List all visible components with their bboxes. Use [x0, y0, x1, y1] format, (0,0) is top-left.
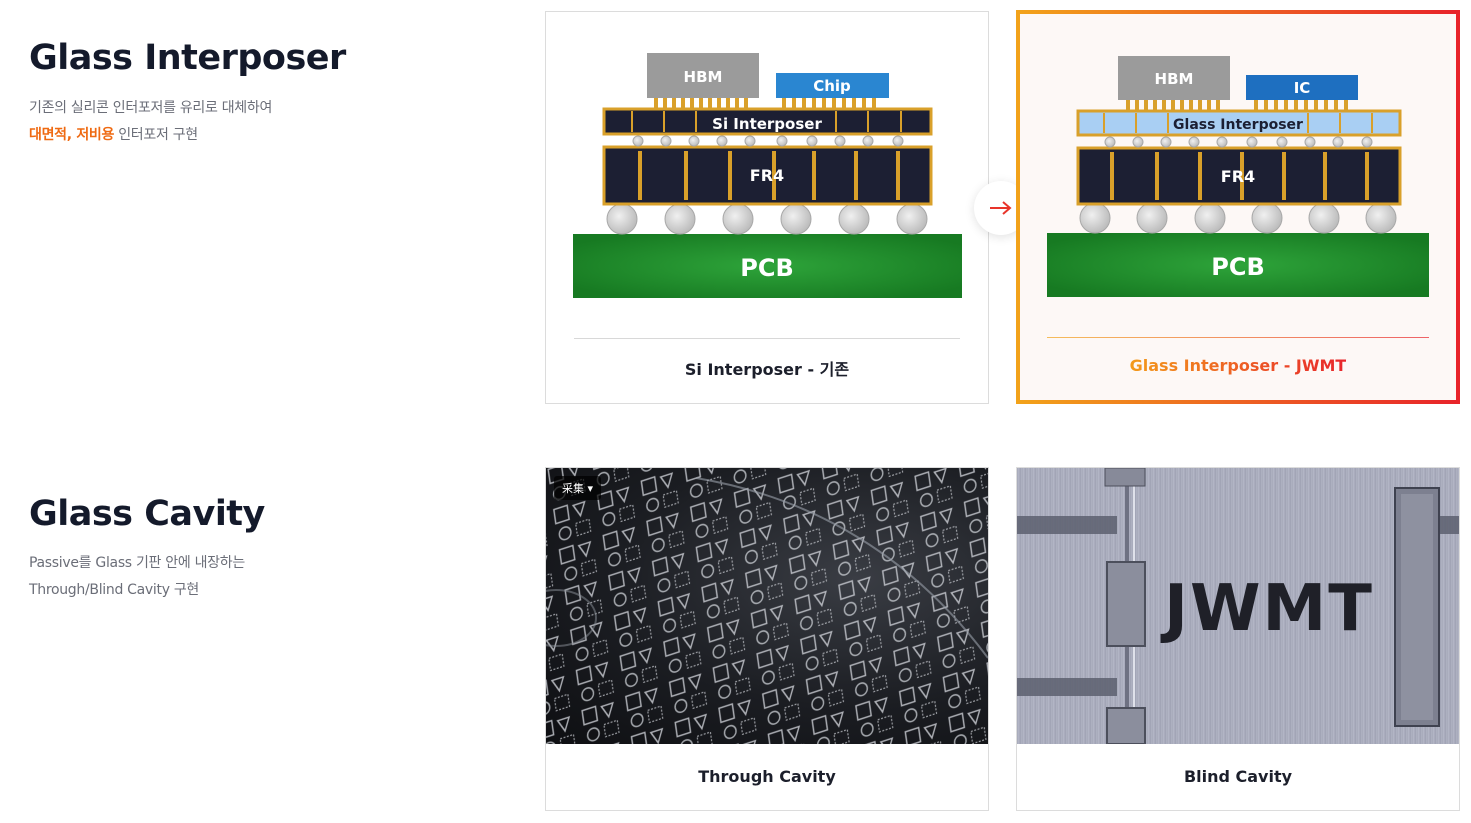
glass-interposer-card: PCB FR4 Glass Interpose: [1016, 10, 1460, 404]
card-divider: [1047, 337, 1429, 338]
collect-tag[interactable]: 采集 ▾: [554, 476, 602, 500]
hbm-label: HBM: [684, 68, 723, 86]
chip-block: [776, 73, 889, 98]
fr4-layer: [1076, 146, 1402, 206]
interposer-desc-rest: 인터포저 구현: [114, 127, 198, 143]
interposer-description: 기존의 실리콘 인터포저를 유리로 대체하여 대면적, 저비용 인터포저 구현: [29, 95, 272, 149]
hbm-block: [647, 53, 759, 98]
blind-cavity-caption: Blind Cavity: [1183, 767, 1293, 786]
solder-balls: [606, 203, 928, 235]
fr4-label: FR4: [1221, 167, 1255, 186]
glass-interposer-caption: Glass Interposer - JWMT: [1020, 356, 1456, 375]
arrow-right-icon: [990, 201, 1012, 215]
blind-cavity-photo: JWMT: [1017, 468, 1459, 744]
solder-balls: [1079, 202, 1397, 234]
interposer-desc-line1: 기존의 실리콘 인터포저를 유리로 대체하여: [29, 100, 273, 116]
cavity-desc-line1: Passive를 Glass 기판 안에 내장하는: [29, 555, 245, 571]
glass-interposer-label: Glass Interposer: [1173, 117, 1303, 133]
pcb-label: PCB: [740, 254, 794, 282]
glass-wafer-pattern: [546, 468, 988, 744]
through-cavity-card: 采集 ▾ Through Cavity: [545, 467, 989, 811]
through-cavity-photo: 采集 ▾: [546, 468, 988, 744]
ic-block: [1246, 75, 1358, 100]
interposer-desc-highlight: 대면적, 저비용: [29, 127, 115, 143]
section-title-interposer: Glass Interposer: [29, 38, 346, 78]
si-interposer-caption: Si Interposer - 기존: [684, 360, 850, 379]
glass-interposer-diagram: PCB FR4 Glass Interpose: [1047, 56, 1429, 297]
ic-label: IC: [1294, 79, 1311, 97]
blind-cavity-card: JWMT Blind Cavity: [1016, 467, 1460, 811]
blind-cavity-sem: JWMT: [1017, 468, 1459, 744]
pcb-layer: [1047, 233, 1429, 297]
through-cavity-caption: Through Cavity: [698, 767, 836, 786]
section-title-cavity: Glass Cavity: [29, 494, 265, 534]
fr4-label: FR4: [750, 166, 784, 185]
hbm-block: [1118, 56, 1230, 100]
hbm-label: HBM: [1155, 70, 1194, 88]
glass-interposer-layer: [1076, 109, 1402, 137]
interposer-desc-line2: 대면적, 저비용 인터포저 구현: [29, 122, 272, 149]
chip-label: Chip: [813, 77, 851, 95]
glass-interposer-caption-text: Glass Interposer - JWMT: [1129, 356, 1347, 375]
card-divider: [574, 338, 960, 339]
fr4-layer: [602, 145, 933, 206]
si-interposer-card: PCB FR4: [545, 11, 989, 404]
si-interposer-layer: [602, 107, 933, 136]
cavity-desc-line2: Through/Blind Cavity 구현: [29, 582, 199, 598]
arrow-right-button: [974, 181, 1028, 235]
jwmt-etched-logo: JWMT: [1160, 572, 1374, 646]
cavity-description: Passive를 Glass 기판 안에 내장하는 Through/Blind …: [29, 550, 245, 604]
si-interposer-diagram: PCB FR4: [573, 53, 962, 298]
si-interposer-label: Si Interposer: [712, 115, 822, 133]
pcb-label: PCB: [1211, 253, 1265, 281]
pcb-layer: [573, 234, 962, 298]
